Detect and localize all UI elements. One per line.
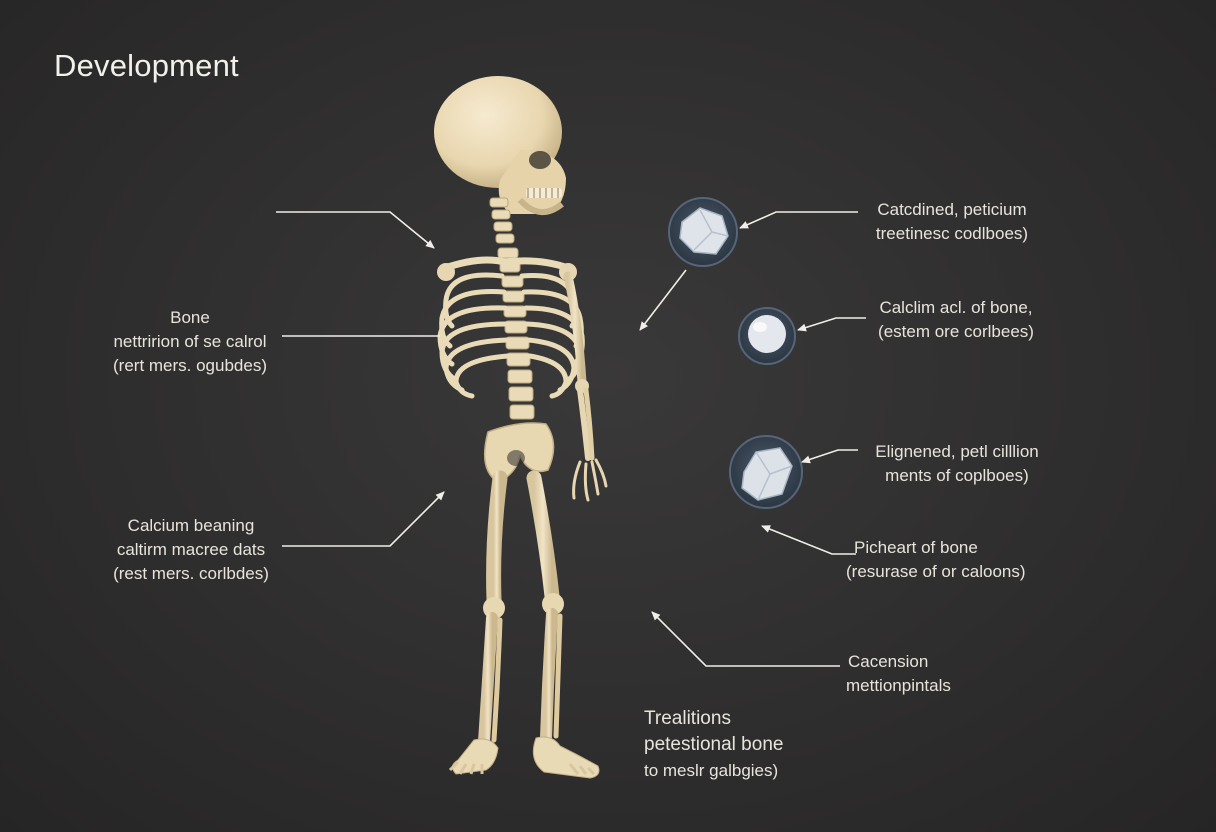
label-calcium-beaning-line-1: Calcium beaning [127, 516, 255, 535]
mineral-disc-1 [668, 197, 738, 267]
label-trealitions: Trealitions petestional bone to meslr ga… [644, 706, 844, 784]
label-bone-line-2: nettririon of se calrol [113, 332, 267, 351]
spine [489, 197, 535, 420]
label-calcdined: Catcdined, peticium treetinesc codlboes) [852, 198, 1052, 246]
leader-disc1-down [639, 269, 687, 331]
label-elignened-line-2: ments of coplboes) [885, 466, 1029, 485]
label-calcim-acl-line-2: (estem ore corlbees) [878, 322, 1034, 341]
label-trealitions-line-2: petestional bone [644, 734, 784, 755]
label-bone-line-1: Bone [170, 308, 210, 327]
label-calcim-acl: Calclim acl. of bone, (estem ore corlbee… [860, 296, 1052, 344]
label-picheart: Picheart of bone (resurase of or caloons… [846, 536, 1056, 584]
label-picheart-line-2: (resurase of or caloons) [846, 562, 1026, 581]
leader-calcium-beaning [282, 491, 445, 547]
leader-calcim [797, 317, 866, 332]
leader-lines [276, 211, 866, 667]
mineral-disc-3 [729, 435, 803, 509]
label-calcium-beaning-line-2: caltirm macree dats [116, 540, 266, 559]
mineral-disc-2 [738, 307, 796, 365]
label-cacension-line-1: Cacension [848, 652, 929, 671]
label-calcdined-line-2: treetinesc codlboes) [875, 224, 1029, 243]
legs [478, 470, 564, 748]
skeleton-figure [434, 76, 608, 779]
label-elignened: Elignened, petl cilllion ments of coplbo… [852, 440, 1062, 488]
label-trealitions-line-1: Trealitions [644, 708, 731, 729]
label-trealitions-line-3: to meslr galbgies) [644, 761, 779, 780]
leader-elignened [801, 449, 858, 464]
label-bone-line-3: (rert mers. ogubdes) [113, 356, 267, 375]
arm [563, 271, 608, 502]
label-cacension-line-2: mettionpintals [846, 676, 951, 695]
feet [448, 736, 600, 779]
label-cacension: Cacension mettionpintals [846, 650, 1006, 698]
skull [434, 76, 566, 215]
leader-cacension [651, 611, 840, 667]
leader-picheart [761, 525, 856, 555]
leader-top-left [276, 211, 435, 249]
label-calcdined-line-1: Catcdined, peticium [877, 200, 1027, 219]
label-calcium-beaning-line-3: (rest mers. corlbdes) [113, 564, 269, 583]
label-bone: Bone nettririon of se calrol (rert mers.… [98, 306, 282, 378]
label-calcium-beaning: Calcium beaning caltirm macree dats (res… [96, 514, 286, 586]
label-elignened-line-1: Elignened, petl cilllion [875, 442, 1039, 461]
diagram-title: Development [54, 48, 239, 83]
label-calcim-acl-line-1: Calclim acl. of bone, [879, 298, 1033, 317]
label-picheart-line-1: Picheart of bone [854, 538, 978, 557]
leader-calcdined [739, 211, 858, 229]
